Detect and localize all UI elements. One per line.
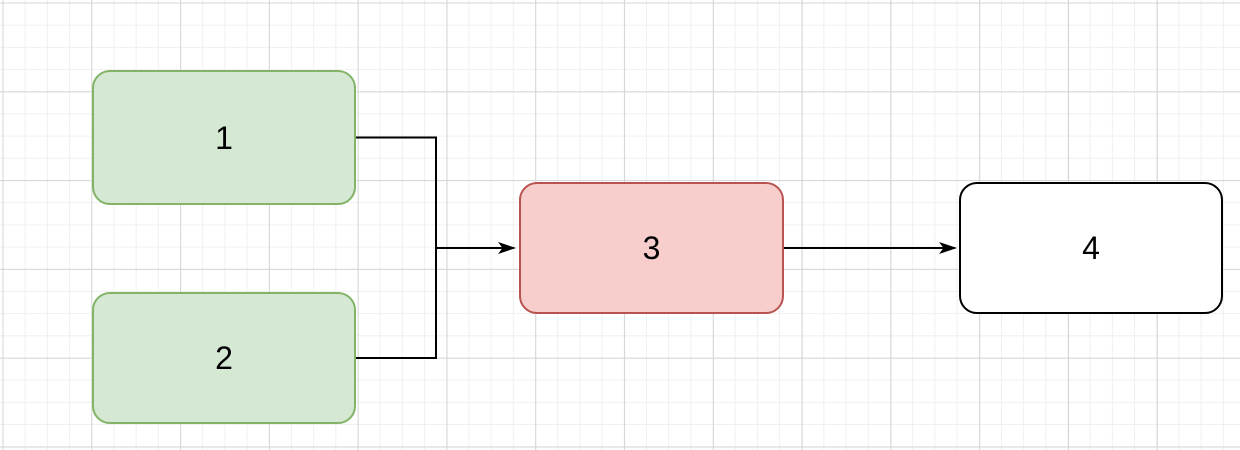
- node-label: 4: [1082, 230, 1100, 266]
- node-4[interactable]: 4: [959, 182, 1223, 314]
- node-2[interactable]: 2: [92, 292, 356, 424]
- edge-from-node-1-to-junction[interactable]: [356, 136, 437, 249]
- node-label: 1: [215, 119, 233, 156]
- node-label: 3: [642, 230, 661, 266]
- node-1[interactable]: 1: [92, 70, 356, 205]
- edge-from-node-2-to-junction[interactable]: [356, 248, 437, 359]
- node-3[interactable]: 3: [519, 182, 784, 314]
- node-label: 2: [215, 340, 233, 376]
